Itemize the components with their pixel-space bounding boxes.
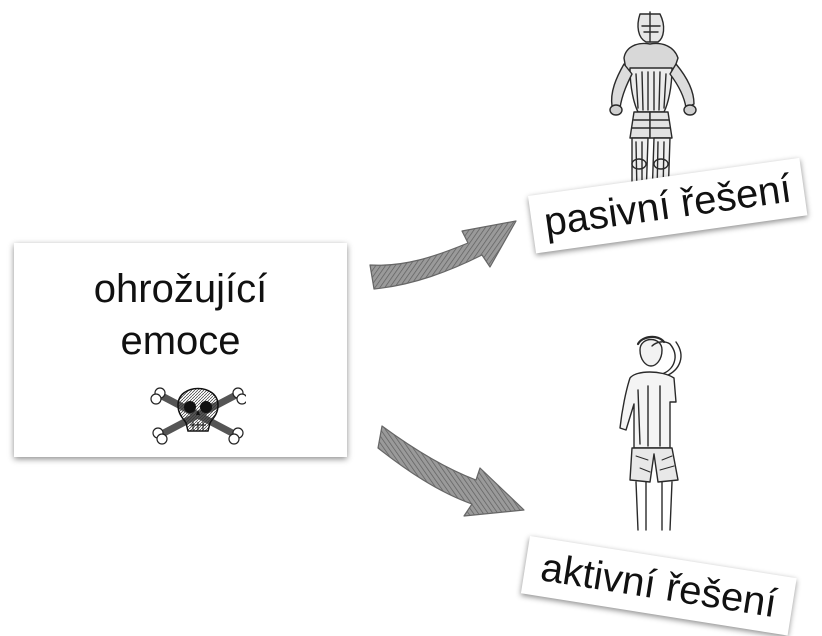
source-card: ohrožující emoce (14, 243, 347, 457)
skull-crossbones-icon (150, 387, 246, 445)
knight-armor-icon (609, 11, 697, 199)
arrow-to-active (377, 425, 525, 517)
source-label-line2: emoce (120, 319, 241, 363)
active-solution-card: aktivní řešení (520, 536, 797, 636)
source-text: ohrožující emoce (14, 263, 347, 367)
passive-solution-label: pasivní řešení (541, 166, 795, 245)
standing-person-icon (619, 335, 682, 531)
source-label-line1: ohrožující (93, 267, 268, 311)
active-solution-label: aktivní řešení (537, 545, 780, 627)
arrow-to-passive (369, 220, 517, 290)
